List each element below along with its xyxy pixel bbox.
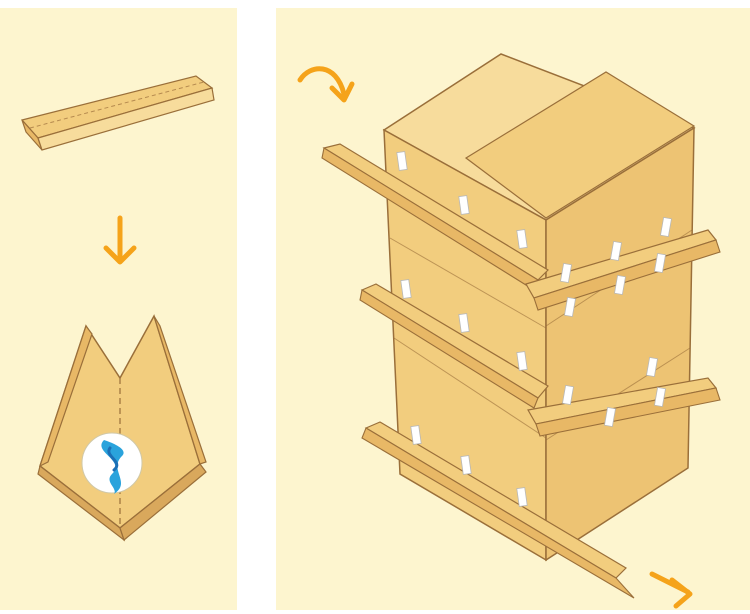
edge-strip-right-top xyxy=(525,229,721,311)
edge-strip-left-middle xyxy=(359,283,549,409)
curved-arrow-icon xyxy=(297,66,355,103)
edge-protector-strip xyxy=(20,75,215,151)
edge-strip-left-bottom xyxy=(361,421,635,599)
box-illustration-panel xyxy=(276,8,750,610)
flame-logo-icon xyxy=(81,432,143,494)
arrow-down-right-icon xyxy=(649,571,693,609)
tape-pieces xyxy=(396,151,672,507)
edge-protector-unfolded xyxy=(37,314,207,542)
edge-protector-illustration xyxy=(20,75,215,542)
edge-protector-panel xyxy=(0,8,237,610)
wrapped-box-illustration xyxy=(297,53,721,609)
arrow-down-icon xyxy=(103,215,137,265)
